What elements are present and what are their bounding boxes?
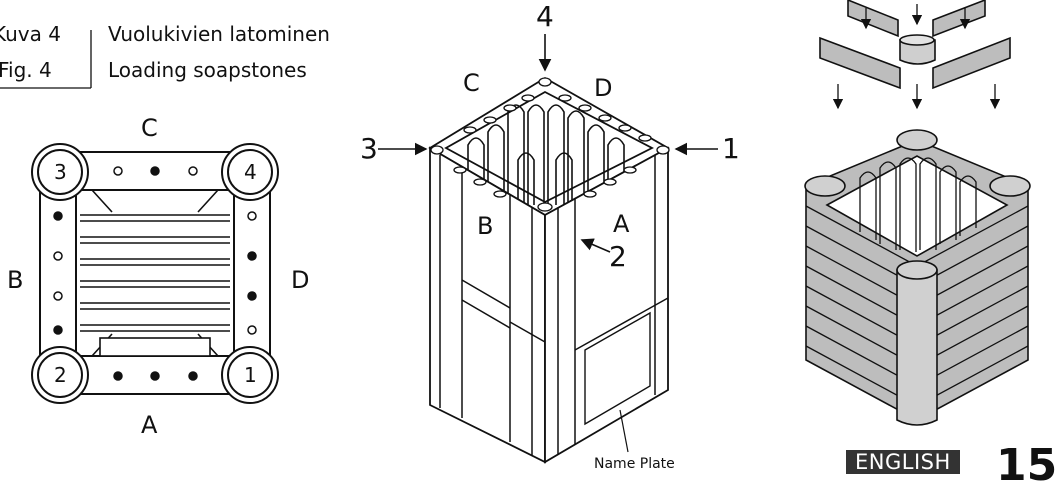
- assembly-arrows: [378, 34, 718, 253]
- corner-1-label: 1: [244, 363, 257, 387]
- top-view-side-c-label: C: [141, 114, 158, 142]
- corner-3-label: 3: [54, 160, 67, 184]
- top-view-side-b-label: B: [7, 266, 24, 294]
- name-plate-label: Name Plate: [594, 456, 675, 472]
- soapstone-stack-drawing: [804, 0, 1031, 426]
- corner-2-label: 2: [54, 363, 67, 387]
- stove-frame-drawing: [428, 76, 670, 464]
- technical-drawing: [0, 0, 1031, 464]
- figure-title-fi: Vuolukivien latominen: [108, 22, 330, 46]
- figure-number-en: Fig. 4: [0, 58, 52, 82]
- arrow-1-label: 1: [722, 132, 740, 165]
- arrow-4-label: 4: [536, 0, 554, 33]
- caption-frame: [0, 30, 92, 89]
- corner-posts: [31, 143, 279, 404]
- top-view-drawing: [31, 143, 279, 404]
- top-view-side-a-label: A: [141, 411, 158, 439]
- iso-side-c-label: C: [463, 69, 480, 97]
- page-number: 15: [996, 440, 1057, 491]
- figure-title-en: Loading soapstones: [108, 58, 307, 82]
- corner-4-label: 4: [244, 160, 257, 184]
- iso-side-b-label: B: [477, 212, 494, 240]
- figure-number-fi: Kuva 4: [0, 22, 61, 46]
- arrow-3-label: 3: [360, 132, 378, 165]
- iso-side-d-label: D: [594, 74, 613, 102]
- language-badge: ENGLISH: [846, 450, 960, 474]
- arrow-2-label: 2: [609, 240, 627, 273]
- iso-side-a-label: A: [613, 210, 630, 238]
- top-view-side-d-label: D: [291, 266, 310, 294]
